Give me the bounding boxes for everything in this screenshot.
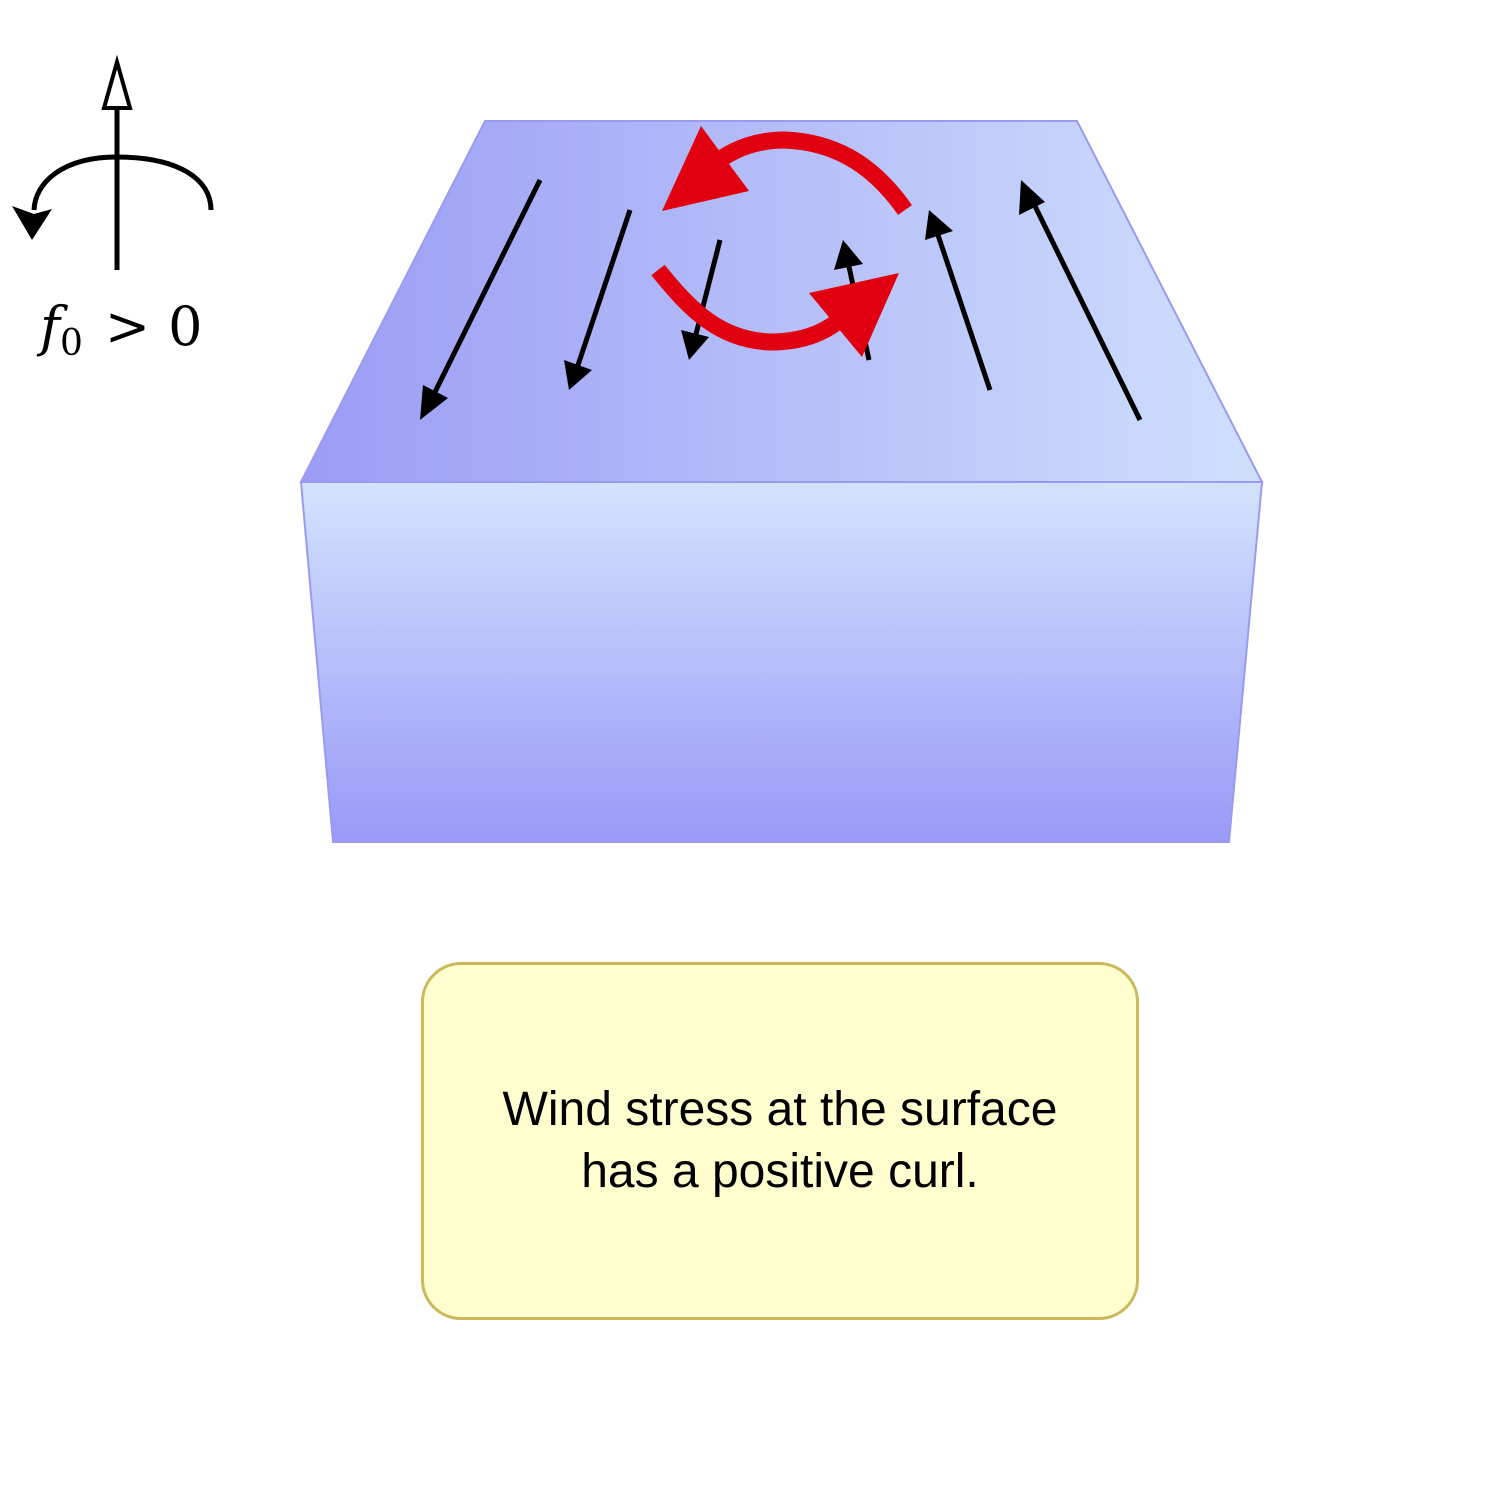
wind-arrow-down (564, 209, 633, 390)
rotation-axis-icon (12, 54, 214, 270)
explanation-line-2: has a positive curl. (581, 1145, 979, 1198)
coriolis-parameter-label: f0>0 (40, 300, 240, 362)
explanation-note: Wind stress at the surface has a positiv… (421, 962, 1139, 1320)
wind-arrow-down (420, 178, 543, 420)
explanation-text: Wind stress at the surface has a positiv… (503, 1079, 1058, 1203)
wind-arrow-up (1019, 180, 1143, 422)
counterclockwise-curl-icon (651, 126, 912, 357)
wind-arrow-up (925, 210, 993, 391)
coriolis-variable: f (40, 295, 60, 358)
ocean-box (299, 120, 1264, 843)
comparison-value: 0 (168, 295, 203, 358)
explanation-line-1: Wind stress at the surface (502, 1083, 1058, 1136)
comparison-operator: > (104, 295, 151, 358)
box-front-face (299, 481, 1264, 843)
box-top-face (299, 120, 1264, 483)
curl-arrow-bottom (651, 264, 899, 357)
curl-arrow-top (662, 126, 912, 215)
coriolis-subscript: 0 (60, 323, 83, 364)
